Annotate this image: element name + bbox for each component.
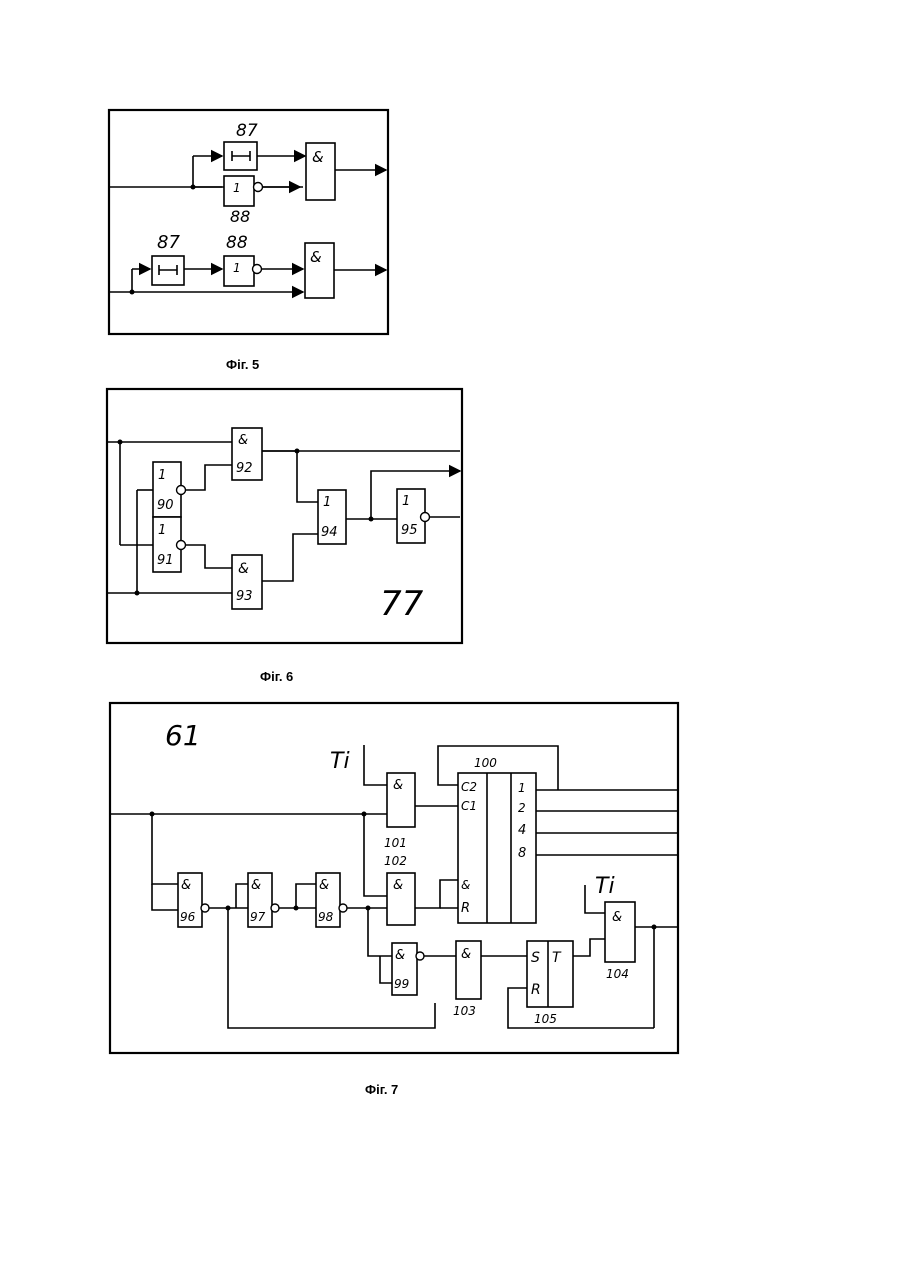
not-95-symbol: 1	[402, 494, 410, 509]
not-91-symbol: 1	[158, 523, 166, 538]
figure-7: 61 Ti & 96 & 97 & 98	[110, 703, 678, 1097]
not-88-top-symbol: 1	[233, 181, 241, 195]
and-98-label: 98	[318, 910, 334, 924]
trigger-input-s: S	[531, 950, 540, 966]
delay-87-bottom-label: 87	[157, 232, 180, 253]
counter-input-c2: C2	[461, 780, 477, 794]
and-97-label: 97	[250, 910, 266, 924]
counter-output-2: 2	[518, 801, 526, 815]
not-88-bottom-label: 88	[226, 233, 248, 253]
counter-100-label: 100	[474, 756, 497, 770]
and-92-symbol: &	[238, 433, 248, 448]
and-101-symbol: &	[393, 778, 403, 793]
clock-label-101: Ti	[330, 749, 350, 774]
not-90-label: 90	[157, 498, 174, 513]
and-gate-bottom-symbol: &	[310, 248, 322, 266]
counter-output-4: 4	[518, 823, 526, 838]
and-gate-top-symbol: &	[312, 148, 324, 166]
counter-output-8: 8	[518, 846, 526, 861]
counter-output-1: 1	[518, 781, 526, 795]
and-96-label: 96	[180, 910, 196, 924]
trigger-105-label: 105	[534, 1012, 557, 1026]
figure-6: 1 90 1 91 & 92 & 93 1 94 1 95 77 Фіг	[107, 389, 462, 684]
counter-input-c1: C1	[461, 799, 477, 813]
not-95-label: 95	[401, 523, 418, 538]
figure-5-caption: Фіг. 5	[226, 357, 259, 372]
not-91-label: 91	[157, 553, 174, 568]
and-98-symbol: &	[319, 878, 329, 893]
and-96-symbol: &	[181, 878, 191, 893]
or-94-symbol: 1	[323, 495, 331, 510]
figure-6-caption: Фіг. 6	[260, 669, 293, 684]
and-99-label: 99	[394, 977, 409, 991]
or-94-label: 94	[321, 525, 338, 540]
and-99-symbol: &	[395, 948, 405, 963]
and-93-symbol: &	[238, 561, 249, 577]
trigger-output-t: T	[552, 950, 562, 966]
and-93-label: 93	[236, 589, 253, 604]
figure-7-caption: Фіг. 7	[365, 1082, 398, 1097]
and-103-label: 103	[453, 1004, 476, 1018]
and-92-label: 92	[236, 461, 253, 476]
and-104-symbol: &	[612, 910, 622, 925]
figure-7-ref: 61	[165, 719, 201, 752]
counter-input-r: R	[461, 901, 470, 916]
delay-87-top-label: 87	[236, 121, 258, 141]
and-97-symbol: &	[251, 878, 261, 893]
counter-input-and: &	[461, 878, 470, 892]
figure-5: 87 1 88 & 87 1 88 & Фіг. 5	[109, 110, 388, 372]
clock-label-104: Ti	[595, 874, 615, 899]
and-104-label: 104	[606, 967, 629, 981]
figure-6-ref: 77	[380, 584, 424, 624]
trigger-input-r: R	[531, 982, 541, 998]
and-103-symbol: &	[461, 947, 471, 962]
and-101-label: 101	[384, 836, 407, 850]
not-90-symbol: 1	[158, 468, 166, 483]
and-102-label: 102	[384, 854, 407, 868]
not-88-top-label: 88	[230, 207, 250, 226]
not-88-bottom-symbol: 1	[233, 261, 241, 275]
and-102-symbol: &	[393, 878, 403, 893]
